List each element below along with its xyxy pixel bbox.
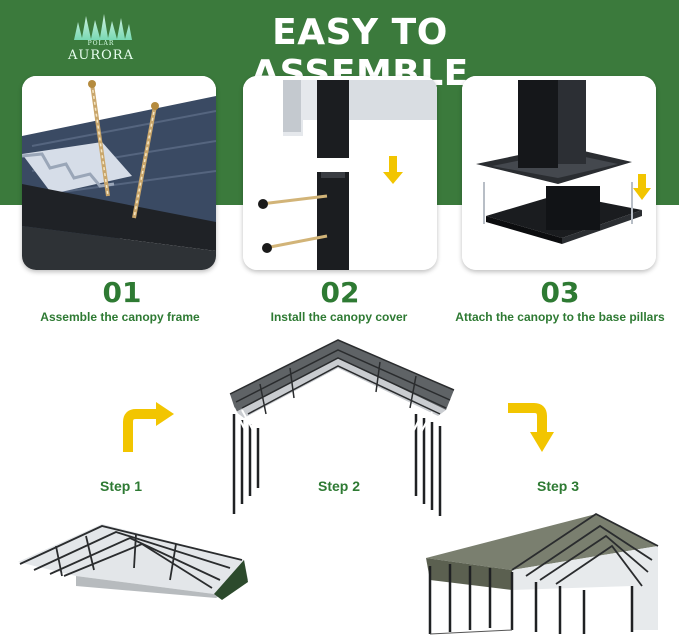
- step-number-03: 03: [540, 276, 580, 309]
- curved-arrow-down-icon: [508, 403, 554, 452]
- step-03-image: [462, 76, 656, 270]
- step-number-02: 02: [320, 276, 360, 309]
- step-3-completed-carport: [426, 512, 659, 635]
- step-2-label: Step 2: [317, 478, 360, 494]
- step-caption-01: Assemble the canopy frame: [40, 310, 200, 324]
- step-1-canopy-on-ground: [18, 524, 248, 600]
- step-caption-03: Attach the canopy to the base pillars: [455, 310, 665, 324]
- step-3-label: Step 3: [536, 478, 579, 494]
- brand-logo: POLAR AURORA: [66, 12, 136, 64]
- brand-name: AURORA: [68, 48, 134, 63]
- step-number-01: 01: [102, 276, 142, 309]
- brand-small-text: POLAR: [87, 40, 115, 47]
- curved-arrow-right-icon: [123, 402, 174, 452]
- aurora-logo-icon: [74, 14, 132, 40]
- step-01-image: [22, 76, 216, 270]
- step-1-label: Step 1: [99, 478, 142, 494]
- step-02-image: [243, 76, 437, 270]
- step-caption-02: Install the canopy cover: [270, 310, 408, 324]
- step-2-carport-frame: [229, 339, 455, 516]
